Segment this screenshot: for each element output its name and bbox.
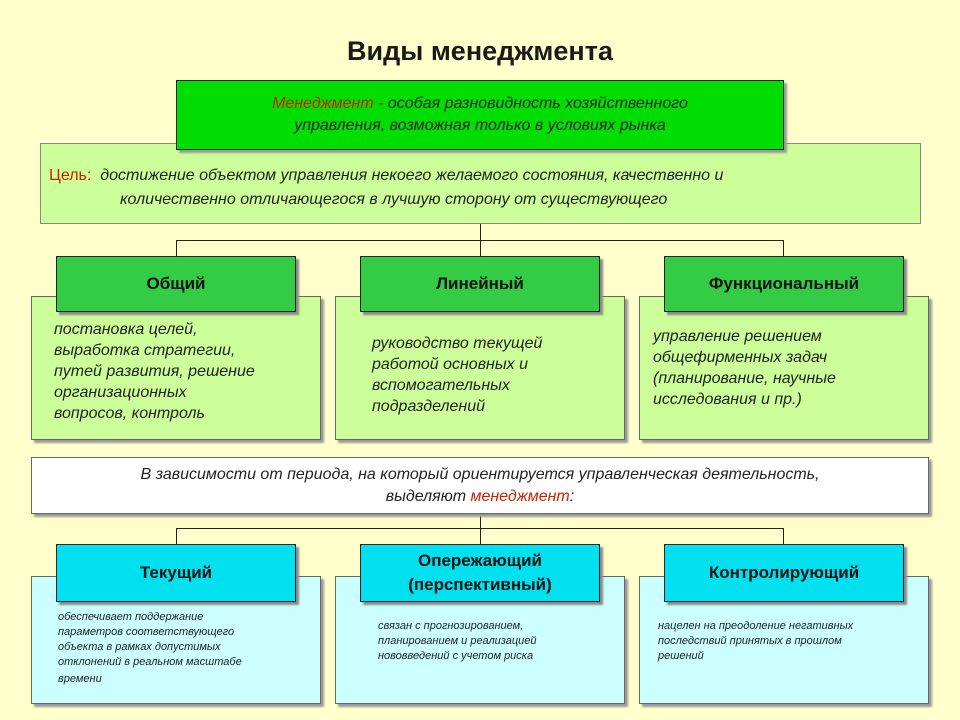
connector-drop-top-3 bbox=[783, 240, 784, 256]
goal-label: Цель: bbox=[49, 167, 92, 184]
connector-drop-bottom-3 bbox=[783, 528, 784, 544]
definition-line-1: особая разновидность хозяйственного bbox=[387, 95, 688, 112]
goal-line-1: Цель: достижение объектом управления нек… bbox=[49, 164, 906, 188]
period-box: В зависимости от периода, на который ори… bbox=[31, 457, 929, 514]
definition-line-2: управления, возможная только в условиях … bbox=[294, 117, 666, 134]
period-term: менеджмент bbox=[470, 488, 570, 505]
connector-trunk-bottom bbox=[480, 514, 481, 528]
period-header-controlling: Контролирующий bbox=[664, 544, 904, 602]
goal-box: Цель: достижение объектом управления нек… bbox=[40, 143, 921, 224]
period-line-1: В зависимости от периода, на который ори… bbox=[140, 466, 820, 483]
definition-term: Менеджмент - bbox=[272, 95, 384, 112]
type-header-linear: Линейный bbox=[360, 256, 600, 312]
connector-trunk-top bbox=[480, 224, 481, 240]
period-header-advanced: Опережающий (перспективный) bbox=[360, 544, 600, 602]
goal-text-2: количественно отличающегося в лучшую сто… bbox=[120, 191, 668, 208]
page-title: Виды менеджмента bbox=[347, 36, 613, 66]
connector-drop-bottom-2 bbox=[480, 528, 481, 544]
type-header-general: Общий bbox=[56, 256, 296, 312]
period-header-current: Текущий bbox=[56, 544, 296, 602]
goal-text-1: достижение объектом управления некоего ж… bbox=[100, 167, 724, 184]
connector-drop-top-1 bbox=[176, 240, 177, 256]
type-header-functional: Функциональный bbox=[664, 256, 904, 312]
connector-drop-bottom-1 bbox=[176, 528, 177, 544]
definition-box: Менеджмент - особая разновидность хозяйс… bbox=[176, 80, 784, 150]
type-body-general: постановка целей, выработка стратегии, п… bbox=[31, 296, 321, 440]
connector-drop-top-2 bbox=[480, 240, 481, 256]
type-body-functional: управление решением общефирменных задач … bbox=[639, 296, 929, 440]
type-body-linear: руководство текущей работой основных и в… bbox=[335, 296, 625, 440]
period-line-2: выделяют менеджмент: bbox=[385, 488, 575, 505]
